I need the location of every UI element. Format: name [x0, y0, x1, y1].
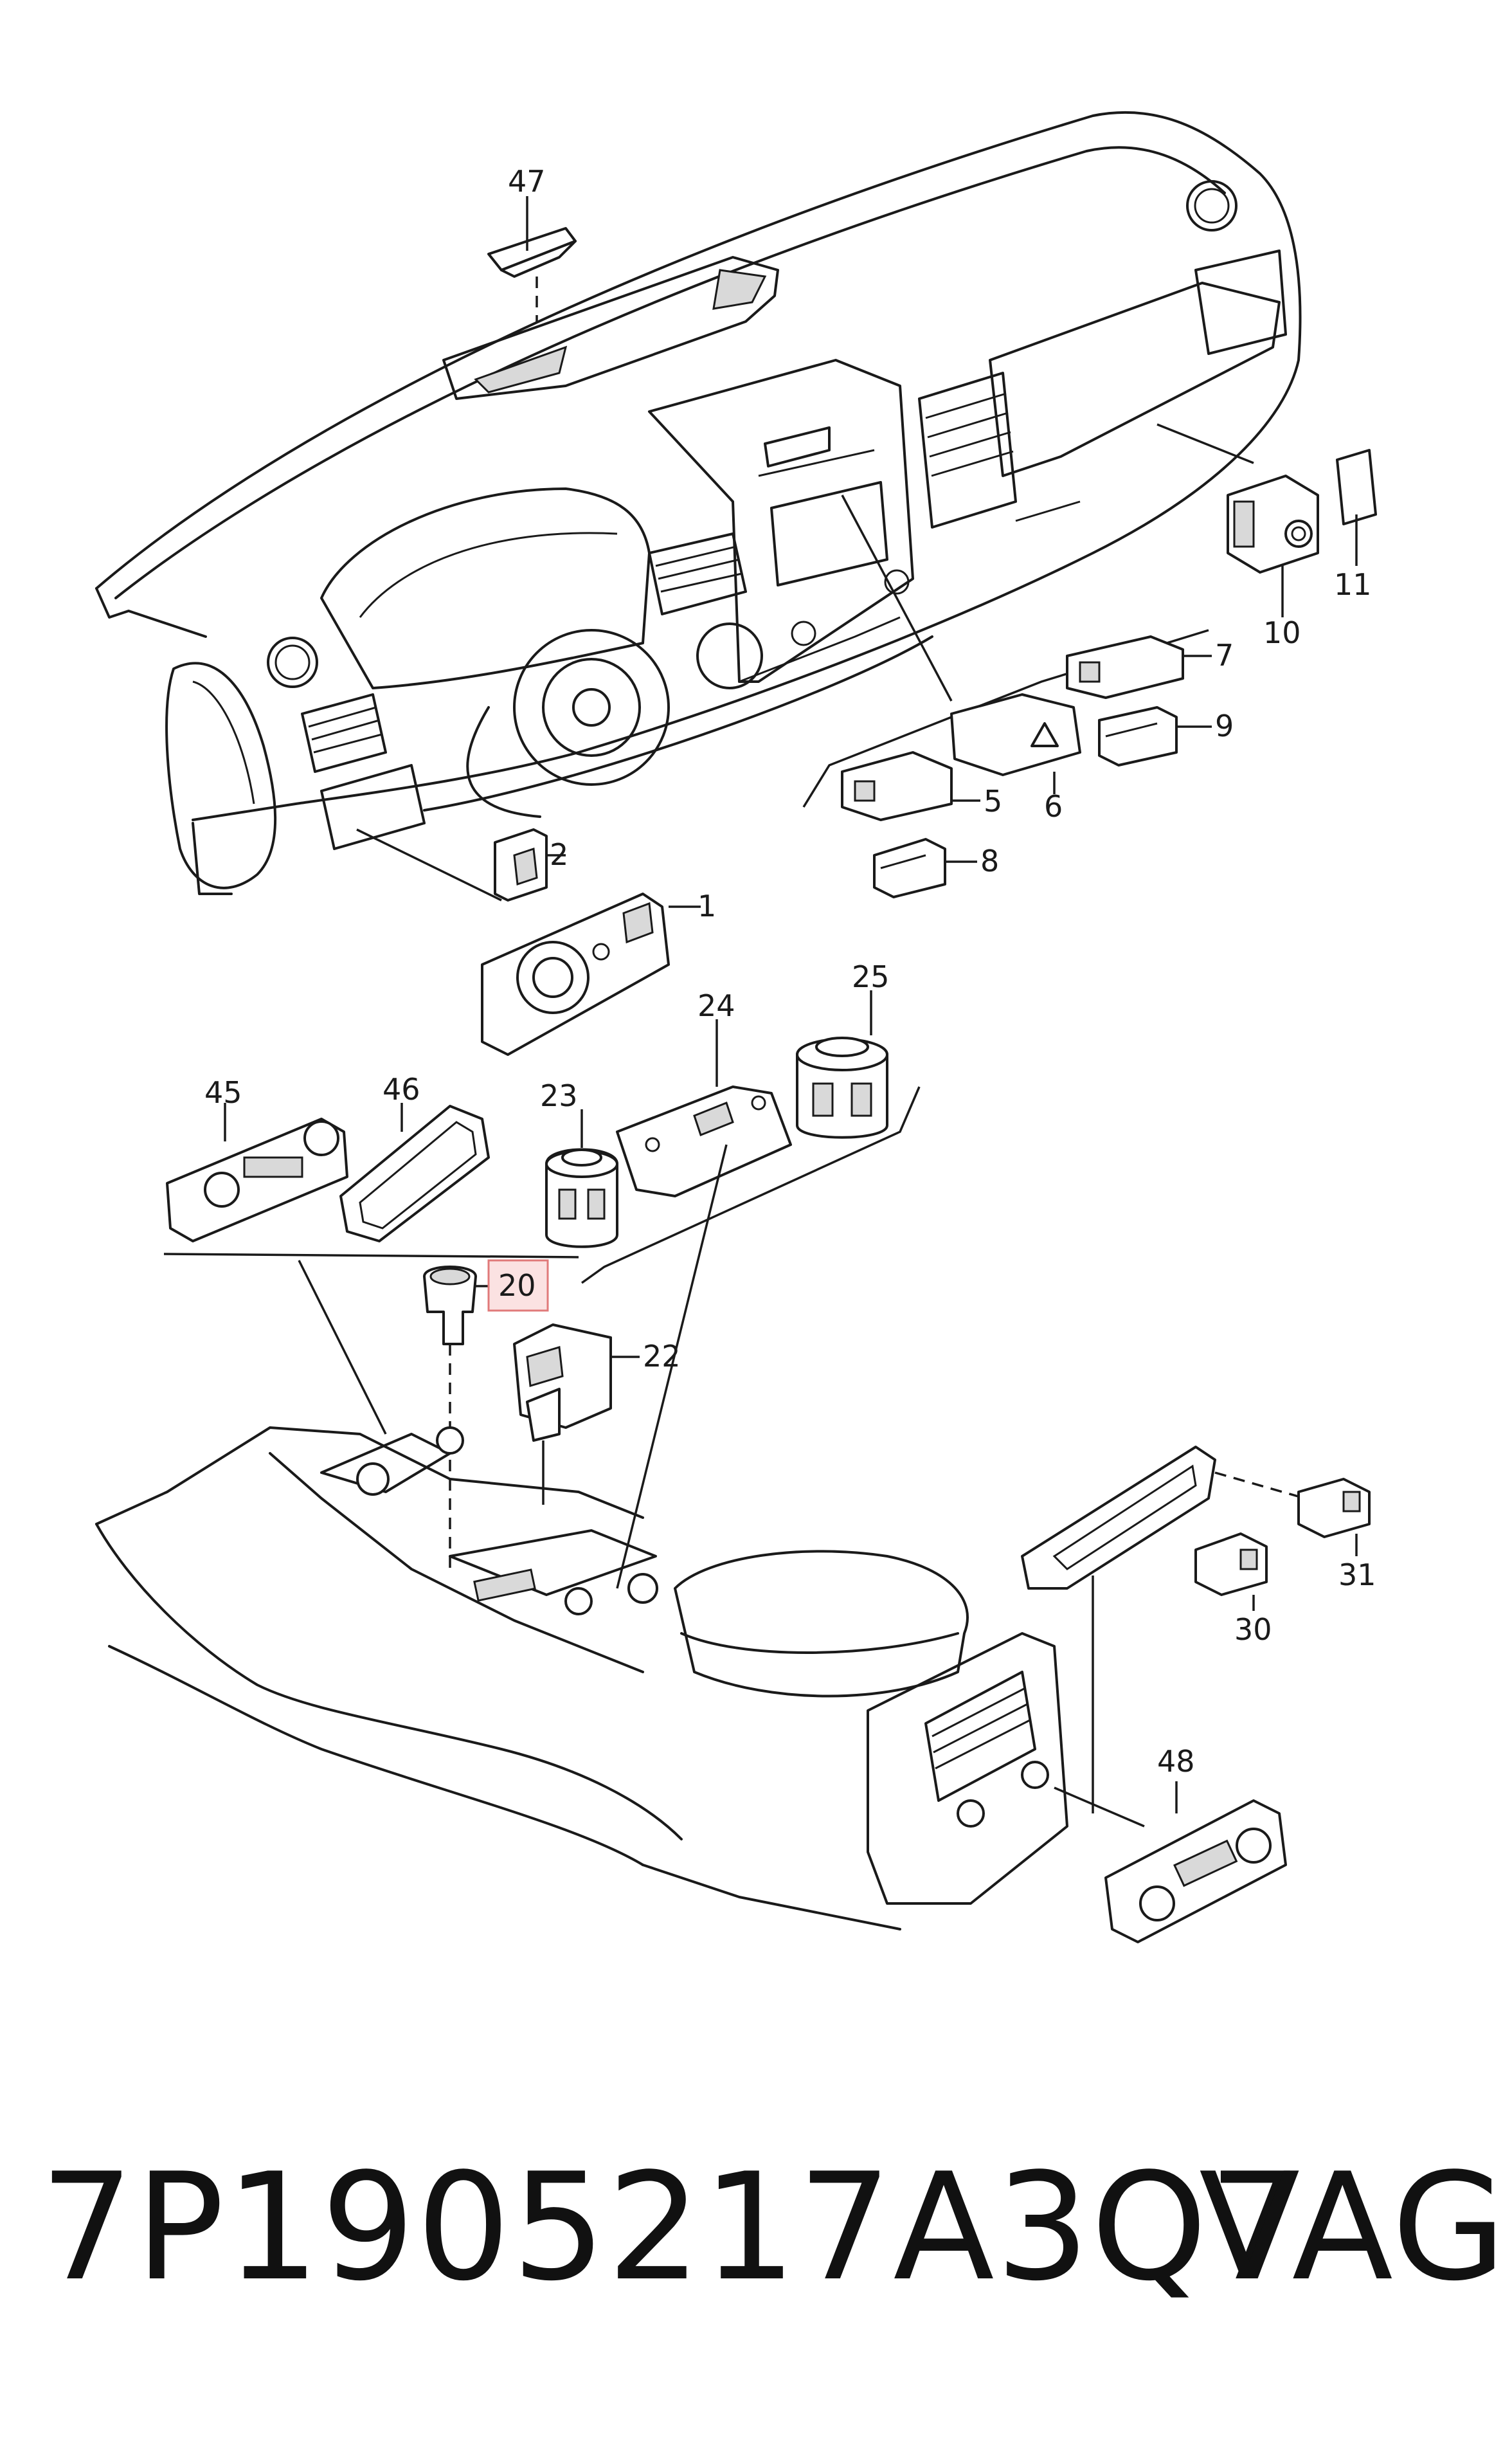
switch-group-console: 23 24 25	[540, 959, 921, 1284]
callout-45: 45	[204, 1075, 242, 1110]
callout-2: 2	[550, 837, 568, 872]
callout-6: 6	[1044, 789, 1063, 824]
part-1-and-2: 1 2	[356, 828, 716, 1056]
callout-30: 30	[1234, 1612, 1272, 1647]
callout-47: 47	[508, 164, 546, 199]
callout-7: 7	[1215, 638, 1234, 673]
callout-8: 8	[980, 844, 999, 878]
part-45-and-46: 45 46	[163, 1072, 579, 1258]
switch-group-center: 7 9 6 5 8	[802, 495, 1234, 898]
dashboard-drawing	[95, 111, 1302, 895]
callout-11: 11	[1334, 567, 1372, 602]
callout-5: 5	[984, 784, 1002, 819]
brand-label: VAG	[1199, 2142, 1508, 2314]
part-number-label: 7P1905217A3Q7	[40, 2142, 1304, 2314]
callout-23: 23	[540, 1078, 578, 1113]
callout-48: 48	[1157, 1744, 1195, 1779]
callout-20-highlight	[487, 1259, 549, 1312]
part-10-and-11: 10 11	[1156, 423, 1377, 650]
part-30-31-48: 31 30 48	[1021, 1446, 1376, 1943]
callout-24: 24	[698, 988, 735, 1023]
callout-1: 1	[698, 889, 716, 923]
part-47: 47	[487, 164, 577, 322]
callout-31: 31	[1338, 1557, 1376, 1592]
part-22: 22	[513, 1323, 681, 1442]
callout-46: 46	[382, 1072, 420, 1107]
callout-9: 9	[1215, 709, 1234, 743]
center-console-drawing	[95, 1144, 1145, 1930]
part-20: 20	[423, 1259, 549, 1345]
callout-10: 10	[1263, 615, 1301, 650]
callout-20: 20	[498, 1268, 536, 1303]
callout-25: 25	[852, 959, 890, 994]
